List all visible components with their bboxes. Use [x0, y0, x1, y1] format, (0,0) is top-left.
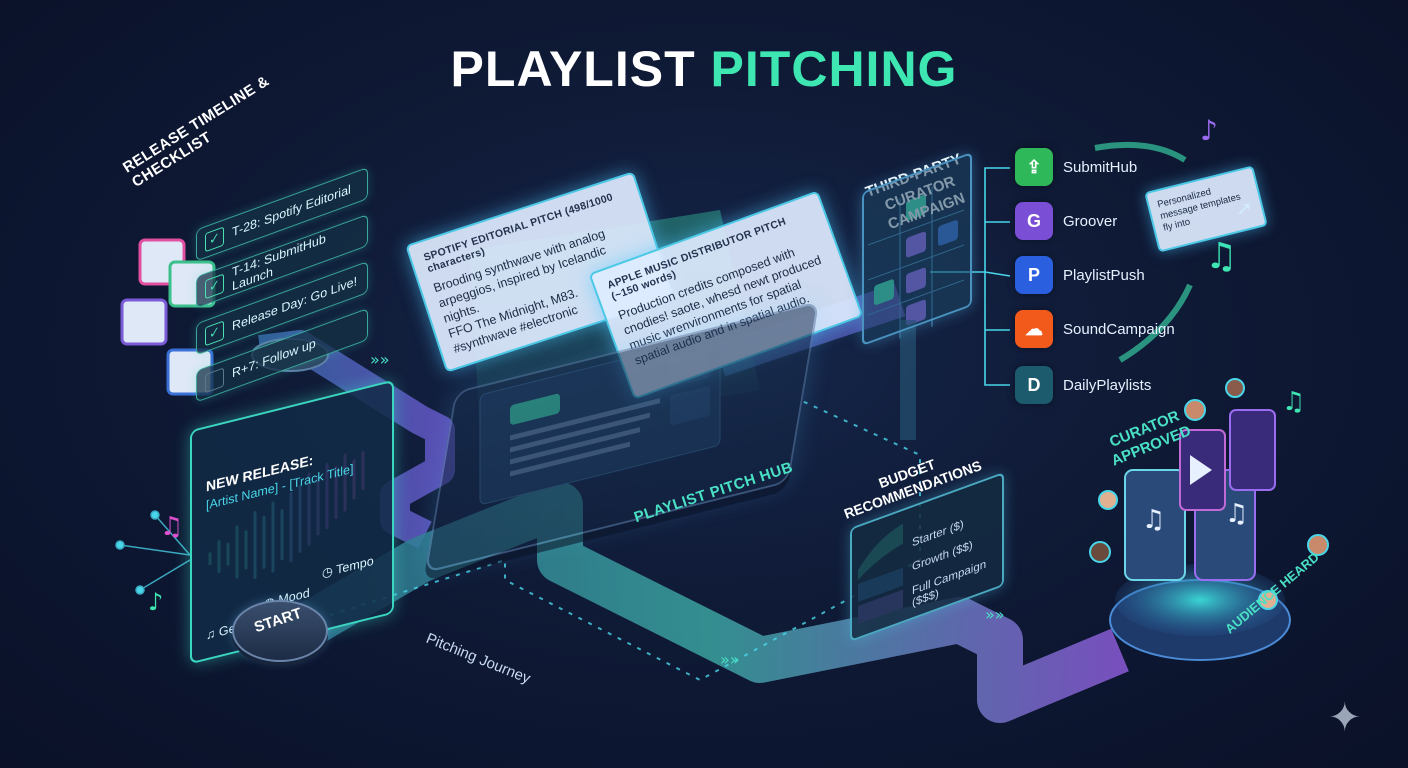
sparkle-icon: ✦	[1328, 696, 1362, 740]
tempo-clock-icon: ◷	[322, 562, 337, 581]
music-note-icon: ♪	[148, 588, 163, 616]
page-title: PLAYLIST PITCHING	[0, 40, 1408, 98]
chevron-arrows: »»	[720, 650, 740, 669]
chevron-arrows: »»	[370, 350, 390, 369]
flow-arrow	[1094, 141, 1187, 163]
title-word-playlist: PLAYLIST	[450, 41, 696, 97]
service-label: DailyPlaylists	[1063, 376, 1152, 394]
service-label: SoundCampaign	[1063, 320, 1175, 338]
music-note-icon: ♫	[1205, 236, 1237, 277]
chevron-arrows: »»	[985, 605, 1005, 624]
upload-icon: ⇪	[1015, 148, 1053, 186]
service-playlistpush[interactable]: P PlaylistPush	[1015, 256, 1145, 294]
checkbox-checked-icon[interactable]: ✓	[205, 272, 224, 299]
audience-podium: ♫ ♫	[1089, 378, 1329, 661]
checkbox-checked-icon[interactable]: ✓	[205, 225, 224, 252]
svg-text:♫: ♫	[1142, 505, 1165, 535]
start-button[interactable]	[232, 600, 328, 662]
music-note-icon: ♫	[160, 512, 183, 542]
tempo-tag: ◷ Tempo	[322, 553, 374, 581]
music-note-icon: ♫	[206, 625, 219, 643]
service-submithub[interactable]: ⇪ SubmitHub	[1015, 148, 1137, 186]
dailyplaylists-d-icon: D	[1015, 366, 1053, 404]
checkbox-checked-icon[interactable]: ✓	[205, 319, 224, 346]
title-word-pitching: PITCHING	[710, 41, 958, 97]
service-soundcampaign[interactable]: ☁ SoundCampaign	[1015, 310, 1175, 348]
checkbox-unchecked-icon[interactable]: ✓	[205, 366, 224, 393]
network-nodes	[115, 510, 191, 595]
service-label: Groover	[1063, 212, 1118, 230]
groover-g-icon: G	[1015, 202, 1053, 240]
curator-pole	[900, 320, 916, 440]
tempo-label: Tempo	[336, 553, 374, 577]
svg-text:♫: ♫	[1225, 499, 1248, 529]
service-label: PlaylistPush	[1063, 266, 1145, 284]
service-dailyplaylists[interactable]: D DailyPlaylists	[1015, 366, 1151, 404]
flow-arrow	[1118, 283, 1193, 363]
playlistpush-p-icon: P	[1015, 256, 1053, 294]
service-groover[interactable]: G Groover	[1015, 202, 1117, 240]
music-note-icon: ♪	[1200, 114, 1218, 147]
soundcloud-icon: ☁	[1015, 310, 1053, 348]
music-note-icon: ♫	[1282, 387, 1305, 417]
service-label: SubmitHub	[1063, 158, 1138, 176]
